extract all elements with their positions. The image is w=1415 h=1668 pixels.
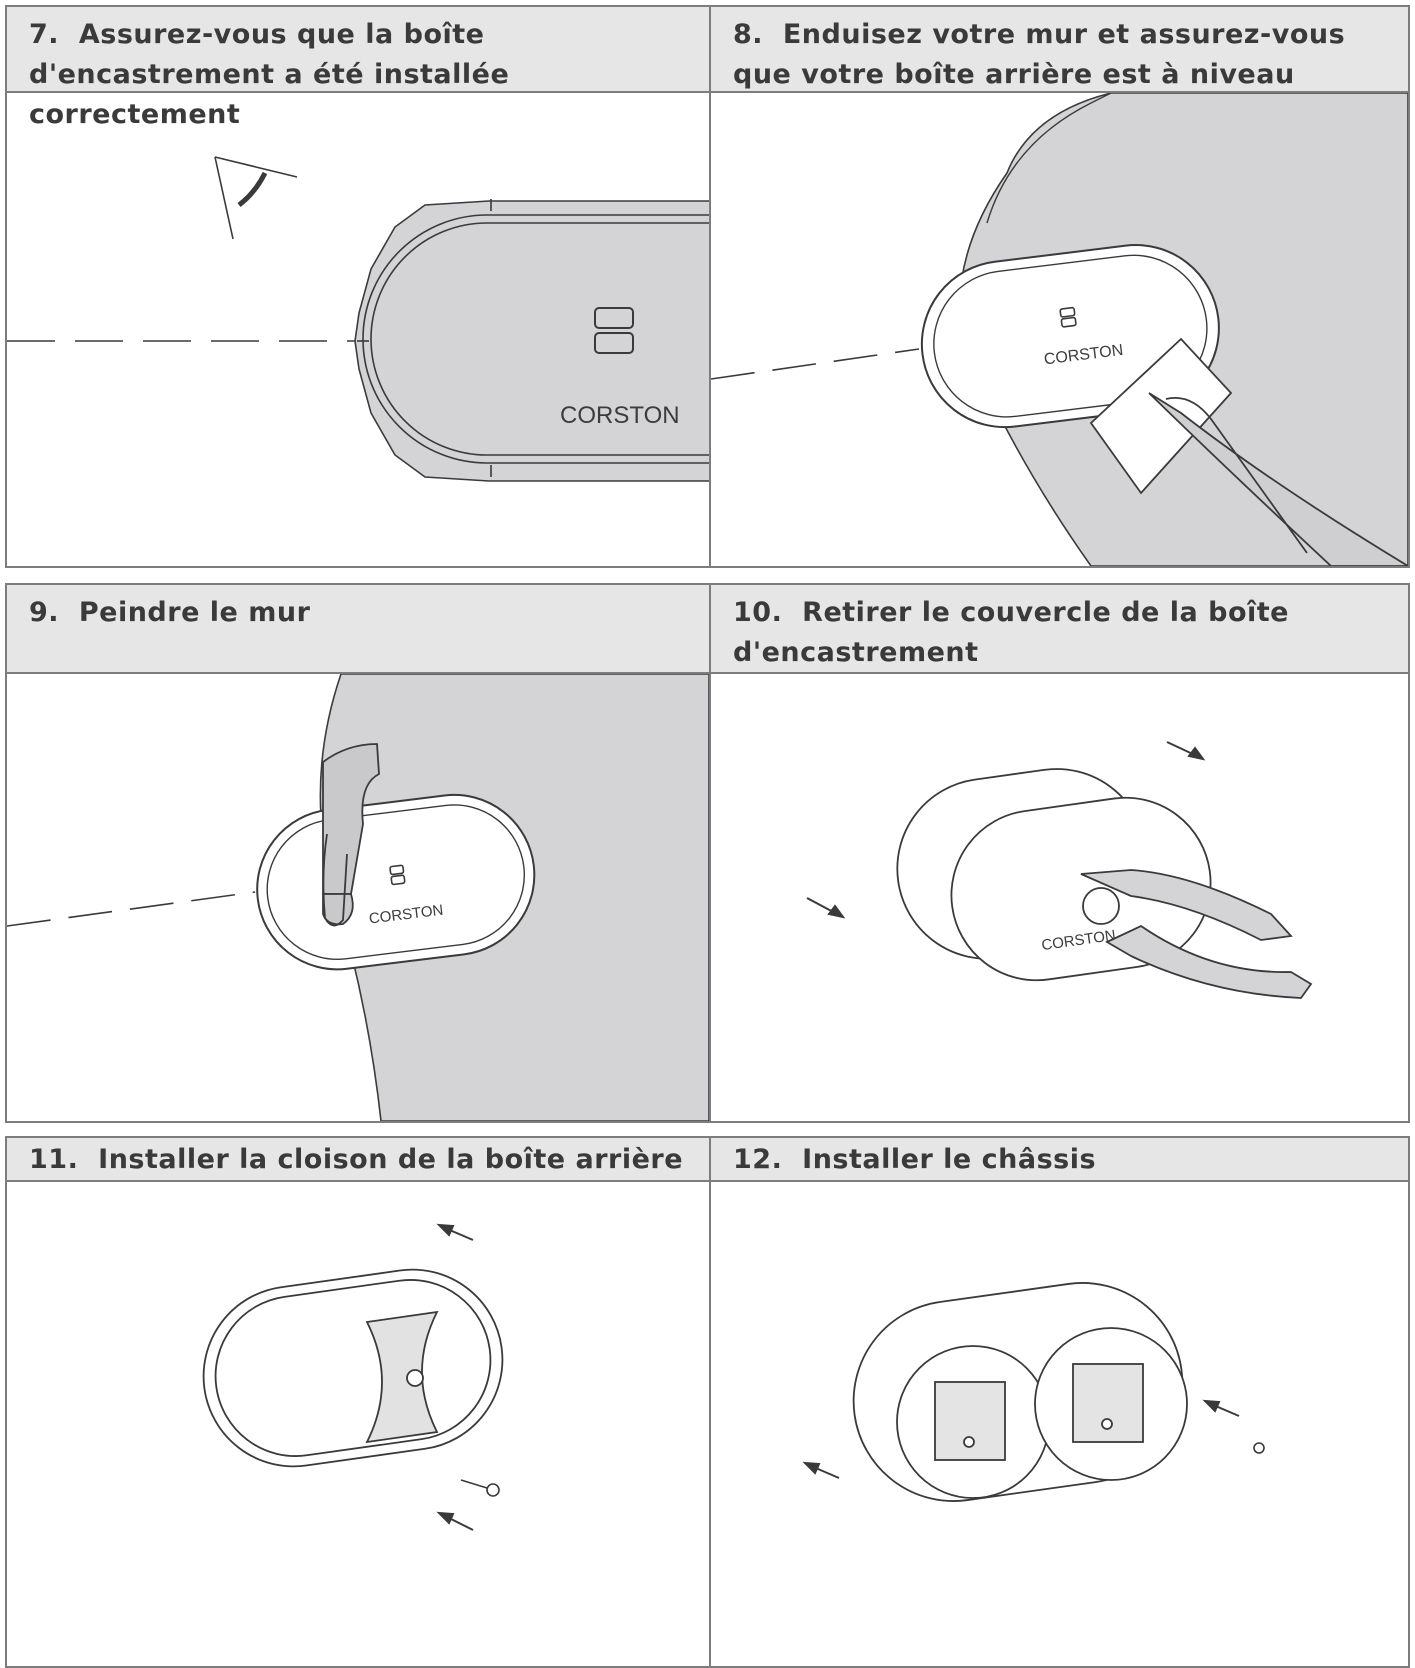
step-7-header: 7. Assurez-vous que la boîte d'encastrem… [7,7,709,130]
step-12-panel: 12. Installer le châssis [711,1138,1408,1668]
step-12-title: Installer le châssis [802,1144,1097,1175]
step-7-panel: 7. Assurez-vous que la boîte d'encastrem… [7,7,709,566]
step-12-number: 12. [733,1144,783,1175]
step-8-header: 8. Enduisez votre mur et assurez-vous qu… [711,7,1408,93]
step-9-number: 9. [29,597,60,628]
step-8-panel: 8. Enduisez votre mur et assurez-vous qu… [711,7,1408,566]
step-row-3: 11. Installer la cloison de la boîte arr… [5,1136,1410,1668]
step-7-number: 7. [29,19,60,50]
step-12-header: 12. Installer le châssis [711,1138,1408,1182]
step-9-panel: 9. Peindre le mur CORSTON [7,585,709,1121]
step-10-panel: 10. Retirer le couvercle de la boîte d'e… [711,585,1408,1121]
step-8-illustration: CORSTON [711,93,1408,566]
step-11-header: 11. Installer la cloison de la boîte arr… [7,1138,709,1182]
step-row-2: 9. Peindre le mur CORSTON [5,583,1410,1123]
step-11-illustration [202,1223,504,1531]
step-10-title: Retirer le couvercle de la boîte d'encas… [733,597,1289,668]
step-9-header: 9. Peindre le mur [7,585,709,674]
step-9-illustration: CORSTON [7,674,709,1121]
step-10-number: 10. [733,597,783,628]
step-11-number: 11. [29,1144,79,1175]
step-11-panel: 11. Installer la cloison de la boîte arr… [7,1138,709,1668]
step-7-title: Assurez-vous que la boîte d'encastrement… [29,19,510,130]
step-8-title: Enduisez votre mur et assurez-vous que v… [733,19,1346,90]
step-12-illustration [802,1282,1265,1502]
step-10-header: 10. Retirer le couvercle de la boîte d'e… [711,585,1408,674]
step-9-title: Peindre le mur [78,597,311,628]
step-7-illustration: CORSTON [7,156,709,482]
step-11-title: Installer la cloison de la boîte arrière [98,1144,684,1175]
step-10-illustration: CORSTON [806,741,1313,999]
step-8-number: 8. [733,19,764,50]
step-row-1: 7. Assurez-vous que la boîte d'encastrem… [5,5,1410,568]
step-7-brand-label: CORSTON [560,402,680,429]
